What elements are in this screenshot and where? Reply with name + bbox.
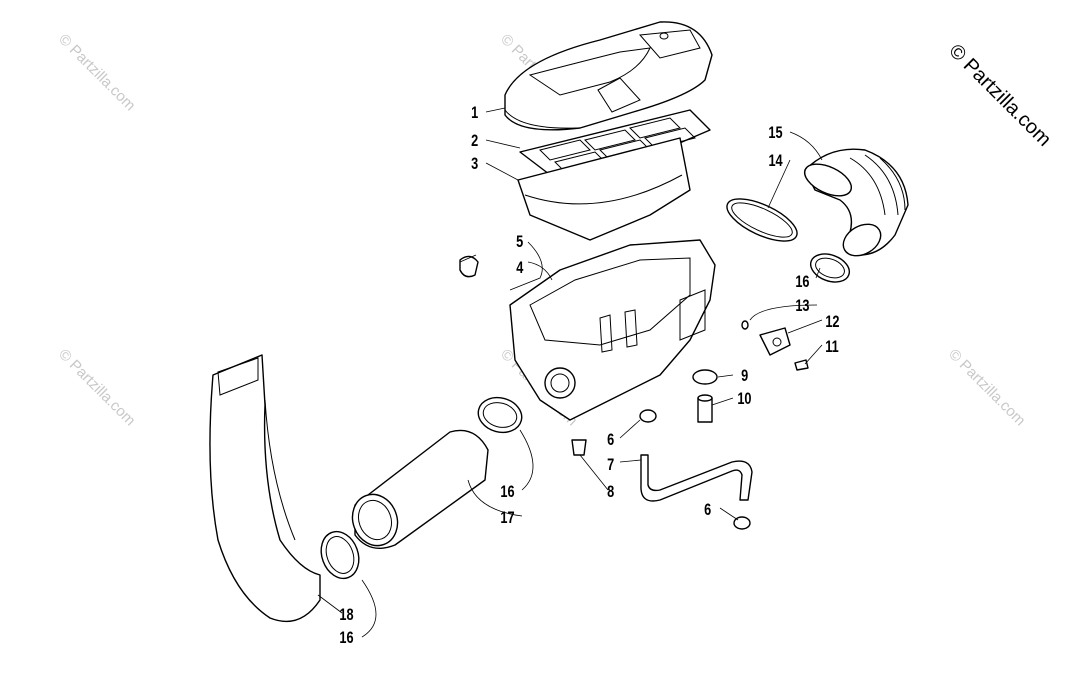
- duct-elbow-18: [209, 354, 321, 623]
- airbox-housing: [509, 239, 716, 421]
- callout-15: 15: [768, 123, 782, 142]
- leader-lines: [317, 107, 823, 638]
- clamp-16-upper: [809, 253, 851, 283]
- callout-18: 18: [339, 605, 353, 624]
- plug-10: [697, 394, 713, 423]
- callout-13: 13: [795, 296, 809, 315]
- callout-16-lower: 16: [339, 628, 353, 647]
- screw-11: [794, 359, 809, 371]
- airbox-cover: [504, 21, 713, 131]
- watermark-mid-right: © Partzilla.com: [945, 346, 1028, 429]
- callout-10: 10: [737, 389, 751, 408]
- sensor-12: [759, 327, 791, 356]
- callout-17: 17: [500, 508, 514, 527]
- intake-boot: [803, 148, 909, 257]
- drain-hose-7: [640, 454, 753, 502]
- callout-5: 5: [516, 232, 523, 251]
- clamp-9: [692, 369, 718, 385]
- watermark-top-left: © Partzilla.com: [55, 31, 138, 114]
- callout-6-upper: 6: [607, 430, 614, 449]
- callout-16-upper: 16: [795, 272, 809, 291]
- callout-11: 11: [825, 337, 838, 356]
- callout-1: 1: [471, 103, 478, 122]
- clamp-6-upper: [639, 409, 657, 423]
- callout-labels: 1 2 3 4 5 6 6 7 8 9 10 11 12 13 14 15 16…: [339, 103, 839, 647]
- callout-3: 3: [471, 154, 478, 173]
- clip-5: [459, 255, 479, 278]
- oring-13: [741, 320, 749, 330]
- callout-9: 9: [741, 366, 748, 385]
- watermark-mid-left: © Partzilla.com: [55, 346, 138, 429]
- callout-7: 7: [607, 455, 614, 474]
- valve-8: [571, 439, 587, 456]
- clamp-16-lower: [320, 530, 360, 580]
- clamp-14: [726, 198, 798, 242]
- air-filter-element: [517, 137, 691, 241]
- callout-6-lower: 6: [704, 500, 711, 519]
- callout-8: 8: [607, 482, 614, 501]
- callout-2: 2: [471, 131, 478, 150]
- callout-16-middle: 16: [500, 482, 514, 501]
- callout-4: 4: [516, 258, 524, 277]
- callout-14: 14: [768, 151, 783, 170]
- clamp-16-middle: [477, 396, 523, 434]
- intake-duct-17: [351, 429, 489, 549]
- watermark-corner: © Partzilla.com: [944, 40, 1055, 151]
- callout-12: 12: [825, 312, 839, 331]
